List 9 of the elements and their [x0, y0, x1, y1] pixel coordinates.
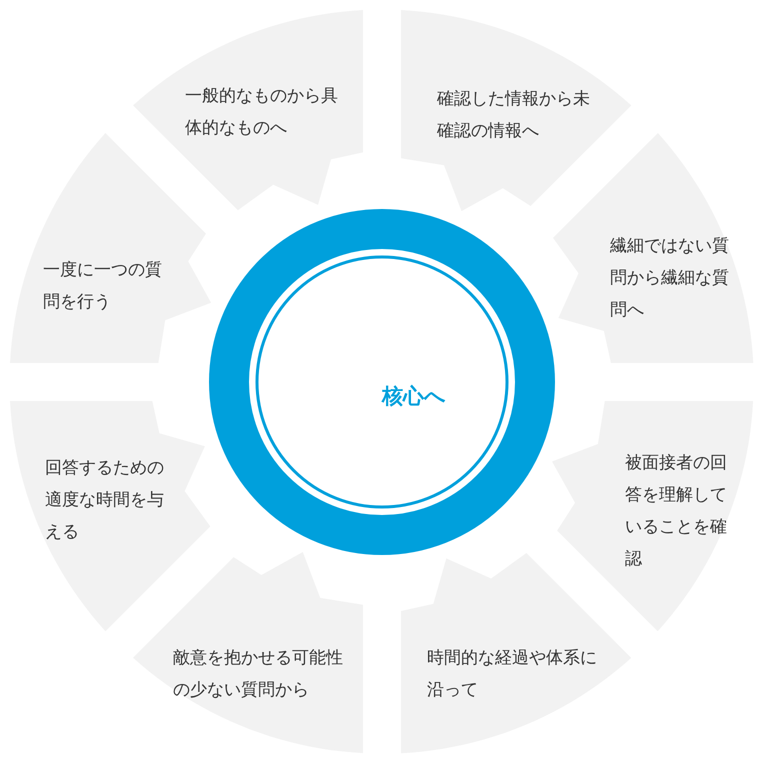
segment-label: 敵意を抱かせる可能性の少ない質問から: [172, 646, 344, 702]
segment-label: 一度に一つの質問を行う: [42, 258, 163, 314]
segment-label: 確認した情報から未確認の情報へ: [437, 88, 591, 143]
segment-label: 一般的なものから具体的なものへ: [184, 84, 339, 140]
segment-label: 時間的な経過や体系に沿って: [427, 646, 598, 702]
segment-label: 回答するための適度な時間を与える: [44, 457, 165, 544]
segment-label: 被面接者の回答を理解していることを確認: [624, 452, 728, 571]
center-label: 核心へ: [382, 383, 446, 410]
segment-label: 繊細ではない質問から繊細な質問へ: [610, 234, 730, 322]
